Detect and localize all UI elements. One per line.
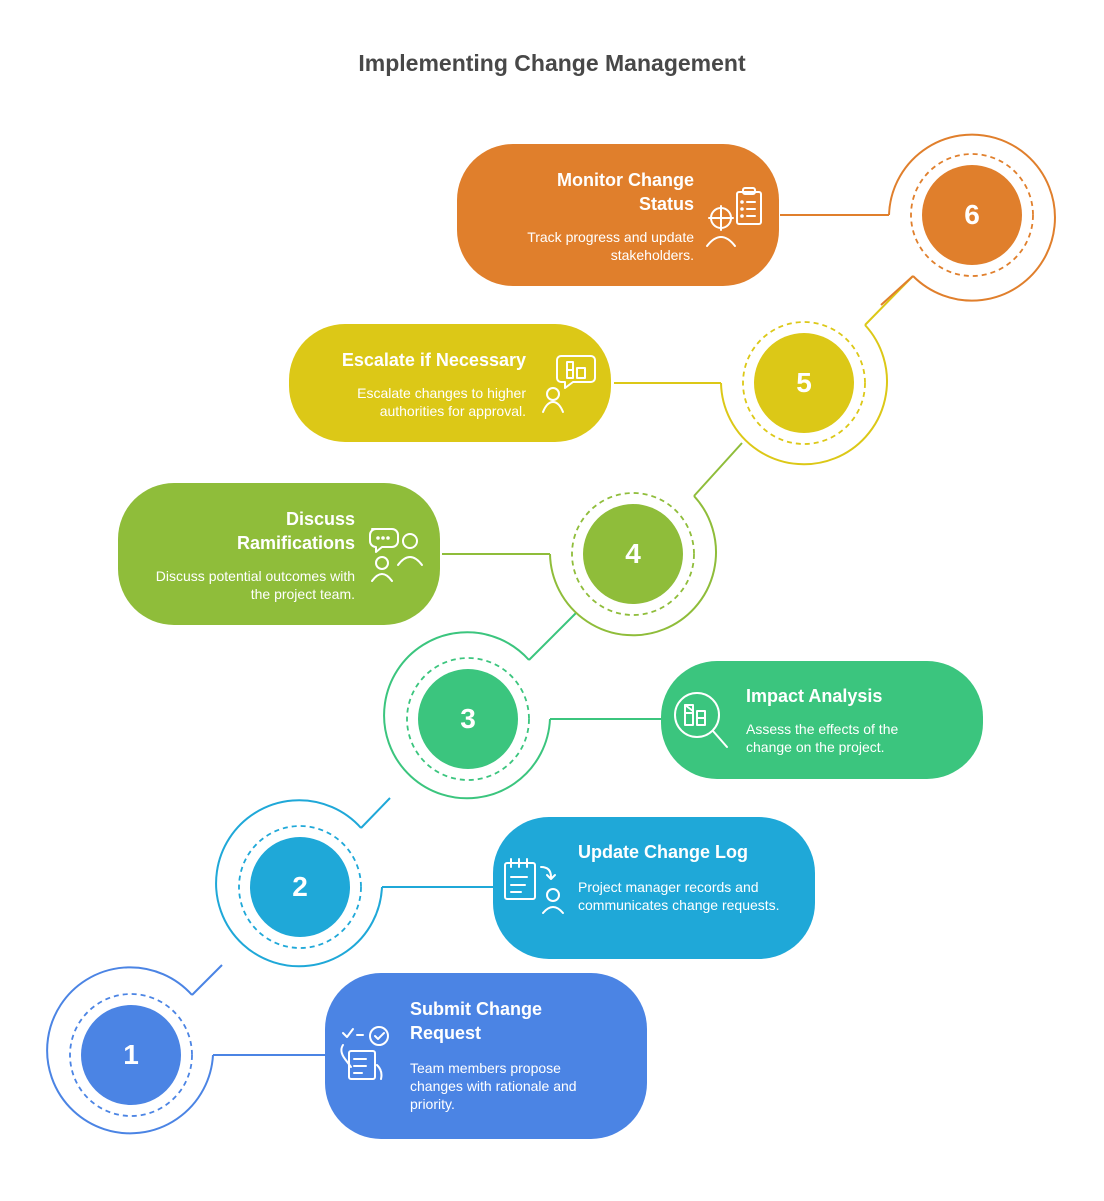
step-2-description: Project manager records and communicates… — [578, 879, 780, 913]
discussion-people-icon — [369, 528, 423, 582]
step-6-description: Track progress and update stakeholders. — [527, 229, 694, 263]
step-6-card: Monitor Change Status Track progress and… — [457, 144, 779, 286]
step-6-ring — [780, 133, 1056, 306]
log-person-icon — [504, 858, 564, 914]
step-1-card: Submit Change Request Team members propo… — [325, 973, 647, 1139]
step-5-number: 5 — [754, 333, 854, 433]
step-6-title: Monitor Change Status — [557, 170, 694, 214]
step-1-title: Submit Change Request — [410, 999, 543, 1043]
step-4-title: Discuss Ramifications — [236, 509, 355, 553]
step-2-title: Update Change Log — [578, 842, 748, 862]
step-4-card: Discuss Ramifications Discuss potential … — [118, 483, 440, 625]
step-3-description: Assess the effects of the change on the … — [746, 721, 899, 755]
step-3-title: Impact Analysis — [746, 686, 883, 706]
step-4-number: 4 — [583, 504, 683, 604]
escalate-person-icon — [542, 355, 596, 413]
step-3-card: Impact Analysis Assess the effects of th… — [661, 661, 983, 779]
step-1-ring — [46, 964, 330, 1135]
step-2-number: 2 — [250, 837, 350, 937]
step-2-card: Update Change Log Project manager record… — [493, 817, 815, 959]
step-3-number: 3 — [418, 669, 518, 769]
step-2-ring — [215, 797, 496, 968]
step-4-description: Discuss potential outcomes with the proj… — [155, 568, 355, 602]
monitor-clipboard-icon — [706, 187, 762, 247]
step-1-description: Team members propose changes with ration… — [410, 1060, 577, 1112]
step-6-number: 6 — [922, 165, 1022, 265]
step-4-ring — [442, 442, 743, 637]
step-1-number: 1 — [81, 1005, 181, 1105]
step-5-title: Escalate if Necessary — [341, 350, 526, 370]
page-title: Implementing Change Management — [358, 50, 746, 76]
step-3-ring — [383, 612, 664, 800]
step-5-description: Escalate changes to higher authorities f… — [357, 385, 526, 419]
step-5-card: Escalate if Necessary Escalate changes t… — [289, 324, 611, 442]
checklist-hand-icon — [340, 1026, 389, 1080]
magnifier-chart-icon — [674, 692, 728, 748]
